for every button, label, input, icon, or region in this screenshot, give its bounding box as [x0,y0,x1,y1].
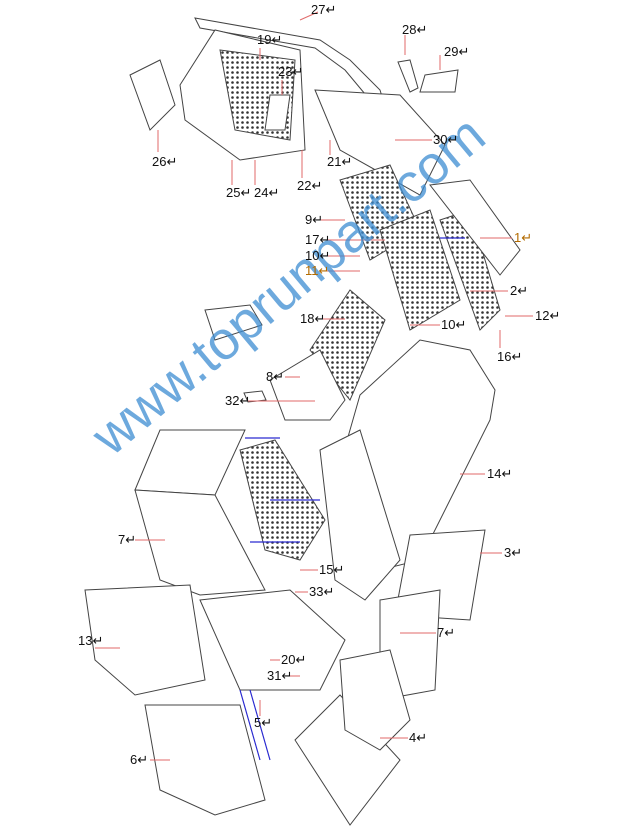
part-label-33: 33↵ [309,584,335,599]
part-label-7: 7↵ [118,532,137,547]
part-label-16: 16↵ [497,349,523,364]
part-label-27: 27↵ [311,2,337,17]
part-label-12: 12↵ [535,308,561,323]
part-label-18: 18↵ [300,311,326,326]
part-label-29: 29↵ [444,44,470,59]
part-label-4: 4↵ [409,730,428,745]
part-label-32: 32↵ [225,393,251,408]
part-label-31: 31↵ [267,668,293,683]
part-label-19: 19↵ [257,32,283,47]
part-label-15: 15↵ [319,562,345,577]
part-label-9: 9↵ [305,212,324,227]
part-label-10: 10↵ [305,248,331,263]
leader-line-27 [299,11,319,21]
part-label-5: 5↵ [254,715,273,730]
part-label-20: 20↵ [281,652,307,667]
part-label-30: 30↵ [433,132,459,147]
part-label-1: 1↵ [514,230,533,245]
part-label-25: 25↵ [226,185,252,200]
leader-lines [95,11,533,761]
part-label-22: 22↵ [297,178,323,193]
part-label-14: 14↵ [487,466,513,481]
part-label-17: 17↵ [305,232,331,247]
part-label-6: 6↵ [130,752,149,767]
part-label-28: 28↵ [402,22,428,37]
part-label-2: 2↵ [510,283,529,298]
rear-panels [204,164,521,421]
part-label-23: 23↵ [278,64,304,79]
part-label-11: 11↵ [305,263,330,278]
part-label-13: 13↵ [78,633,104,648]
canopy-frame [129,17,459,196]
part-label-26: 26↵ [152,154,178,169]
part-label-7: 7↵ [437,625,456,640]
part-label-8: 8↵ [266,369,285,384]
bolts [239,237,465,761]
part-label-10: 10↵ [441,317,467,332]
part-label-24: 24↵ [254,185,280,200]
part-label-3: 3↵ [504,545,523,560]
part-label-21: 21↵ [327,154,353,169]
cab-frame [84,429,411,826]
